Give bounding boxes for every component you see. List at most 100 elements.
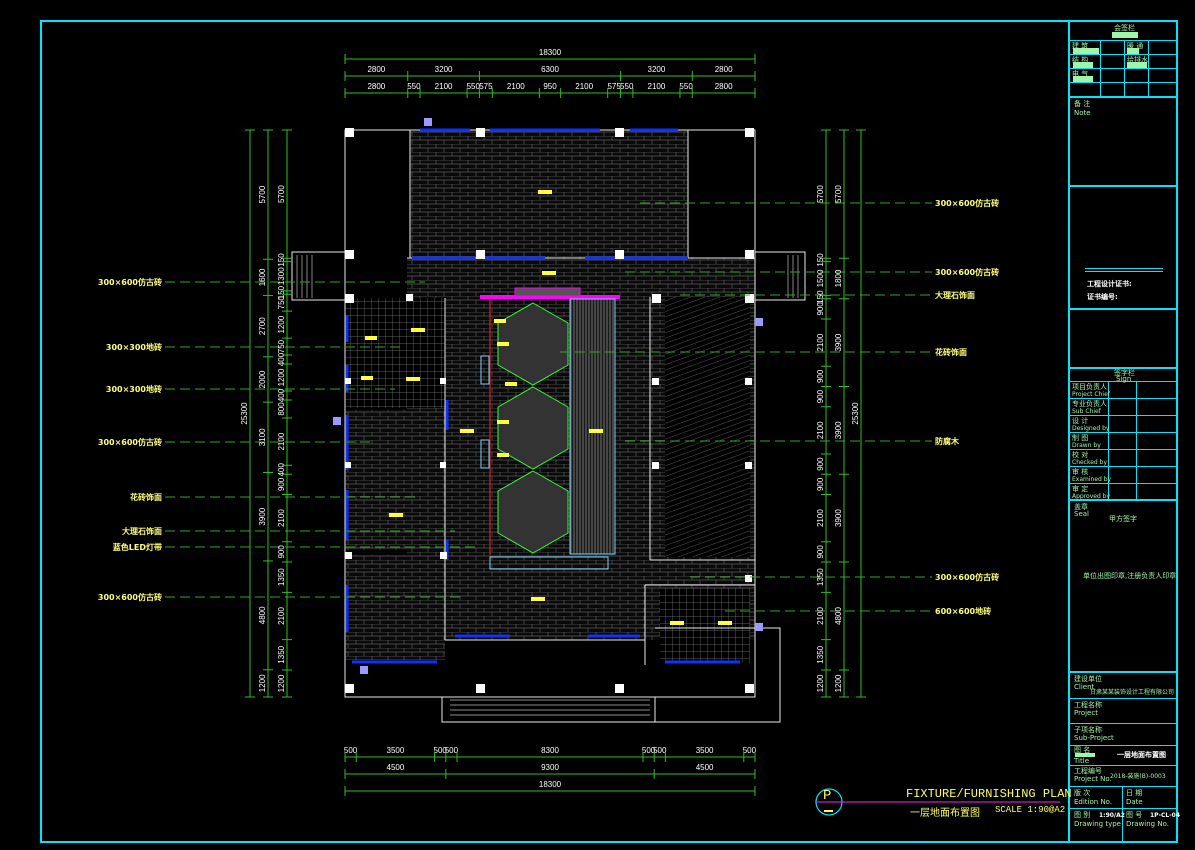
dtype-label-cn: 图 别 bbox=[1074, 811, 1091, 819]
dimension-value: 150 bbox=[816, 253, 825, 267]
sign-header-en: Sign bbox=[1116, 375, 1132, 383]
dimension-value: 4500 bbox=[696, 763, 714, 772]
dimension-value: 1200 bbox=[277, 674, 286, 692]
role-label-cn: 审 核 bbox=[1072, 468, 1089, 476]
label-right-1: 300×600仿古砖 bbox=[935, 199, 1000, 208]
dimension-value: 2100 bbox=[507, 82, 525, 91]
dimension-value: 3900 bbox=[258, 507, 267, 525]
subproject-label-cn: 子项名称 bbox=[1074, 726, 1102, 734]
dimension-value: 9300 bbox=[541, 763, 559, 772]
dimension-value: 900 bbox=[816, 302, 825, 316]
date-label-en: Date bbox=[1126, 798, 1143, 806]
drawing-title-cn: 一层地面布置图 bbox=[910, 808, 980, 819]
project-label-cn: 工程名称 bbox=[1074, 701, 1102, 709]
dimension-value: 550 bbox=[679, 82, 693, 91]
dimension-value: 25300 bbox=[851, 402, 860, 425]
dimension-value: 2700 bbox=[258, 317, 267, 335]
label-left-6: 大理石饰面 bbox=[122, 527, 162, 536]
discipline-electrical: 电 气 bbox=[1072, 70, 1089, 78]
dimension-value: 500 bbox=[434, 746, 448, 755]
role-label-en: Examined by bbox=[1072, 476, 1112, 483]
dimension-value: 5700 bbox=[258, 185, 267, 203]
dimension-value: 2000 bbox=[258, 370, 267, 388]
dimension-value: 2100 bbox=[277, 509, 286, 527]
role-label-cn: 专业负责人 bbox=[1072, 400, 1107, 408]
dimension-value: 750 bbox=[277, 295, 286, 309]
label-right-5: 防腐木 bbox=[935, 437, 959, 446]
label-left-1: 300×600仿古砖 bbox=[97, 278, 162, 287]
title-value: 一层地面布置图 bbox=[1117, 751, 1166, 759]
dno-label-cn: 图 号 bbox=[1126, 811, 1143, 819]
cert-no-label: 证书编号: bbox=[1087, 293, 1118, 301]
role-label-cn: 项目负责人 bbox=[1072, 383, 1107, 391]
dimension-value: 1300 bbox=[277, 267, 286, 285]
role-label-en: Drawn by bbox=[1072, 442, 1101, 449]
dimension-value: 2100 bbox=[648, 82, 666, 91]
dimension-value: 2100 bbox=[816, 607, 825, 625]
discipline-structure: 结 构 bbox=[1072, 56, 1089, 64]
dimension-value: 3900 bbox=[834, 333, 843, 351]
dimension-value: 2100 bbox=[277, 432, 286, 450]
dimension-value: 3900 bbox=[834, 421, 843, 439]
client-label-en: Client bbox=[1074, 683, 1095, 691]
label-left-5: 花砖饰面 bbox=[130, 493, 162, 502]
dimension-value: 900 bbox=[816, 545, 825, 559]
dimension-value: 950 bbox=[543, 82, 557, 91]
dtype-label-en: Drawing type bbox=[1074, 820, 1121, 828]
date-label-cn: 日 期 bbox=[1126, 789, 1143, 797]
countersign-header: 会签栏 bbox=[1114, 24, 1135, 32]
label-right-6: 300×600仿古砖 bbox=[935, 573, 1000, 582]
dimension-value: 1200 bbox=[277, 368, 286, 386]
floor-tiles bbox=[345, 130, 755, 663]
title-block-frame bbox=[1068, 20, 1178, 843]
dimension-value: 150 bbox=[277, 285, 286, 299]
label-left-7: 蓝色LED灯带 bbox=[112, 543, 162, 552]
dimension-value: 5700 bbox=[834, 185, 843, 203]
role-label-cn: 审 定 bbox=[1072, 485, 1089, 493]
dimension-value: 3500 bbox=[387, 746, 405, 755]
dimension-value: 1600 bbox=[258, 268, 267, 286]
dimension-value: 150 bbox=[277, 253, 286, 267]
columns bbox=[345, 128, 754, 693]
dimension-value: 25300 bbox=[240, 402, 249, 425]
stairs bbox=[296, 255, 799, 716]
cert-label: 工程设计证书: bbox=[1087, 280, 1132, 288]
projno-label-cn: 工程编号 bbox=[1074, 767, 1102, 775]
seal-label-en: Seal bbox=[1074, 510, 1089, 518]
dimension-value: 550 bbox=[467, 82, 481, 91]
label-left-2: 300×300地砖 bbox=[105, 343, 162, 352]
dimension-value: 2100 bbox=[435, 82, 453, 91]
projno-label-en: Project No. bbox=[1074, 775, 1112, 783]
role-label-cn: 制 图 bbox=[1072, 434, 1089, 442]
dimension-value: 1200 bbox=[277, 315, 286, 333]
note-label-en: Note bbox=[1074, 109, 1091, 117]
projno-value: 2018-装施(B)-0003 bbox=[1110, 773, 1166, 780]
elevation-markers bbox=[361, 190, 732, 625]
dimension-value: 8300 bbox=[541, 746, 559, 755]
dimension-value: 500 bbox=[344, 746, 358, 755]
discipline-architecture: 建 筑 bbox=[1072, 42, 1089, 50]
dimension-value: 500 bbox=[642, 746, 656, 755]
edition-label-en: Edition No. bbox=[1074, 798, 1113, 806]
dimension-value: 1800 bbox=[834, 269, 843, 287]
project-label-en: Project bbox=[1074, 709, 1098, 717]
leader-lines bbox=[165, 202, 932, 612]
label-left-4: 300×600仿古砖 bbox=[97, 438, 162, 447]
dimension-value: 1350 bbox=[277, 645, 286, 663]
dimension-value: 4500 bbox=[387, 763, 405, 772]
dimension-value: 150 bbox=[816, 290, 825, 304]
dimension-value: 2800 bbox=[367, 65, 385, 74]
dimension-value: 1350 bbox=[816, 645, 825, 663]
dimension-value: 400 bbox=[277, 352, 286, 366]
label-right-4: 花砖饰面 bbox=[935, 348, 967, 357]
label-right-7: 600×600地砖 bbox=[935, 607, 992, 616]
dimension-value: 3200 bbox=[435, 65, 453, 74]
role-label-cn: 设 计 bbox=[1072, 417, 1089, 425]
dimension-value: 2100 bbox=[277, 607, 286, 625]
label-right-2: 300×600仿古砖 bbox=[935, 268, 1000, 277]
windows bbox=[345, 128, 740, 664]
role-label-en: Designed by bbox=[1072, 425, 1110, 432]
